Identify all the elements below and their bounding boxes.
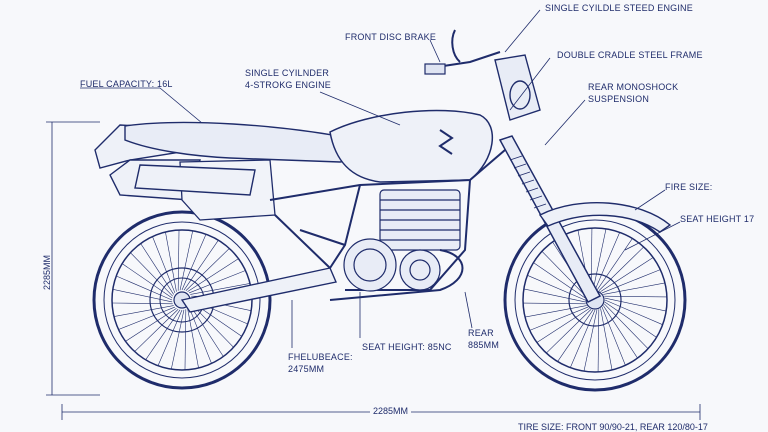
spoke — [601, 269, 661, 294]
spoke — [524, 305, 587, 318]
spoke — [523, 302, 586, 305]
spoke — [165, 231, 177, 292]
label-frame: DOUBLE CRADLE STEEL FRAME — [557, 50, 703, 60]
label-engine-mid-2: 4-STROKG ENGINE — [245, 80, 332, 90]
spoke — [604, 295, 667, 298]
dimension-vertical: 2285MM — [42, 254, 52, 290]
label-rear-2: 885MM — [468, 340, 500, 350]
spoke — [170, 309, 185, 370]
spoke — [527, 275, 586, 301]
label-fire-size: FIRE SIZE: — [665, 182, 713, 192]
spoke — [557, 309, 594, 362]
exhaust — [134, 164, 256, 196]
spoke — [122, 263, 173, 299]
spoke — [604, 297, 667, 312]
dimension-horizontal: 2285MM — [370, 406, 412, 416]
front-wheel — [503, 208, 687, 392]
spoke — [125, 308, 177, 342]
spoke — [600, 308, 613, 371]
spoke — [597, 309, 600, 372]
spoke — [184, 309, 187, 370]
spoke — [598, 246, 644, 291]
spoke — [112, 302, 173, 305]
spoke — [603, 305, 638, 359]
spoke — [112, 288, 173, 303]
swingarm — [180, 267, 337, 313]
spoke — [116, 275, 173, 301]
spoke — [140, 243, 174, 295]
spoke — [188, 270, 246, 294]
label-fuel-capacity: FUEL CAPACITY: 16L — [80, 79, 173, 89]
spoke — [118, 306, 176, 330]
label-wheelbase-1: FHELUBEACE: — [288, 352, 353, 362]
handlebar — [424, 29, 501, 75]
spoke — [181, 234, 207, 291]
spoke — [600, 257, 654, 292]
label-rear-monoshock-1: REAR MONOSHOCK — [588, 82, 679, 92]
spoke — [145, 309, 181, 360]
label-wheelbase-2: 2475MM — [288, 364, 325, 374]
spoke — [187, 308, 199, 369]
headlight — [494, 54, 541, 121]
spoke — [541, 251, 586, 297]
spoke — [183, 240, 219, 291]
spoke — [190, 305, 224, 357]
label-tire-size: TIRE SIZE: FRONT 90/90-21, REAR 120/80-1… — [518, 422, 708, 432]
callout-lines — [291, 9, 681, 348]
spoke — [529, 306, 589, 331]
spoke — [177, 230, 180, 291]
spoke — [188, 306, 212, 364]
seat — [124, 121, 365, 163]
spoke — [592, 228, 607, 291]
spoke — [603, 282, 666, 295]
spoke — [523, 288, 586, 303]
label-rear-monoshock-2: SUSPENSION — [588, 94, 650, 104]
label-seat-height-right: SEAT HEIGHT 17 — [680, 214, 755, 224]
label-seat-height-mid: SEAT HEIGHT: 85NC — [362, 342, 452, 352]
spoke — [594, 232, 620, 291]
spoke — [601, 306, 626, 366]
spoke — [190, 283, 251, 295]
label-front-disc-brake: FRONT DISC BRAKE — [345, 32, 437, 42]
spoke — [152, 236, 176, 294]
spoke — [583, 309, 598, 372]
spoke — [533, 262, 586, 299]
spoke — [536, 308, 590, 343]
spoke — [179, 230, 194, 291]
engine — [329, 189, 464, 301]
label-engine-top: SINGLE CYILDLE STEED ENGINE — [545, 3, 693, 13]
spoke — [130, 252, 173, 297]
spoke — [185, 248, 230, 291]
spoke — [187, 258, 239, 292]
label-engine-mid-1: SINGLE CYILNDER — [245, 68, 330, 78]
frame — [269, 149, 506, 291]
spoke — [596, 238, 633, 291]
spoke — [113, 305, 174, 317]
spoke — [191, 303, 234, 348]
fuel-tank — [329, 109, 494, 183]
spoke — [604, 299, 663, 325]
spoke — [157, 309, 183, 366]
spoke — [546, 309, 592, 354]
spoke — [570, 309, 596, 368]
spoke — [134, 309, 179, 352]
spoke — [604, 303, 649, 349]
spoke — [604, 301, 657, 338]
label-rear-1: REAR — [468, 328, 494, 338]
